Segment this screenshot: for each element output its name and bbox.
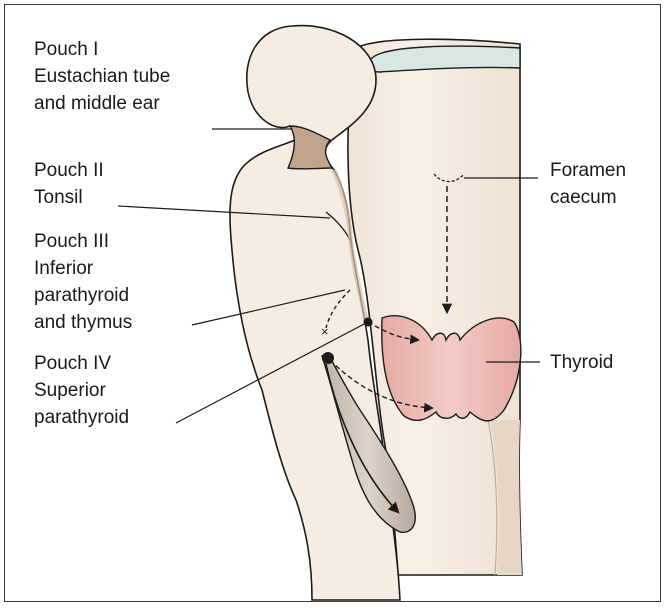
label-pouch-four-line-3: parathyroid [34, 404, 129, 431]
label-pouch-three-line-4: and thymus [34, 309, 132, 336]
label-pouch-one: Pouch I Eustachian tube and middle ear [34, 36, 170, 117]
label-foramen-caecum: Foramen caecum [550, 157, 626, 211]
label-pouch-four: Pouch IV Superior parathyroid [34, 350, 129, 431]
label-pouch-two-line-1: Pouch II [34, 157, 104, 184]
label-pouch-four-line-1: Pouch IV [34, 350, 129, 377]
label-pouch-three: Pouch III Inferior parathyroid and thymu… [34, 228, 132, 336]
label-pouch-two: Pouch II Tonsil [34, 157, 104, 211]
label-pouch-four-line-2: Superior [34, 377, 129, 404]
label-pouch-two-line-2: Tonsil [34, 184, 104, 211]
label-pouch-three-line-1: Pouch III [34, 228, 132, 255]
label-pouch-one-line-2: Eustachian tube [34, 63, 170, 90]
label-pouch-one-line-1: Pouch I [34, 36, 170, 63]
label-thyroid-line-1: Thyroid [550, 349, 613, 376]
label-foramen-line-2: caecum [550, 184, 626, 211]
label-pouch-three-line-2: Inferior [34, 255, 132, 282]
label-thyroid: Thyroid [550, 349, 613, 376]
label-pouch-one-line-3: and middle ear [34, 90, 170, 117]
label-pouch-three-line-3: parathyroid [34, 282, 132, 309]
label-foramen-line-1: Foramen [550, 157, 626, 184]
pouch-three-cross: × [321, 324, 329, 339]
